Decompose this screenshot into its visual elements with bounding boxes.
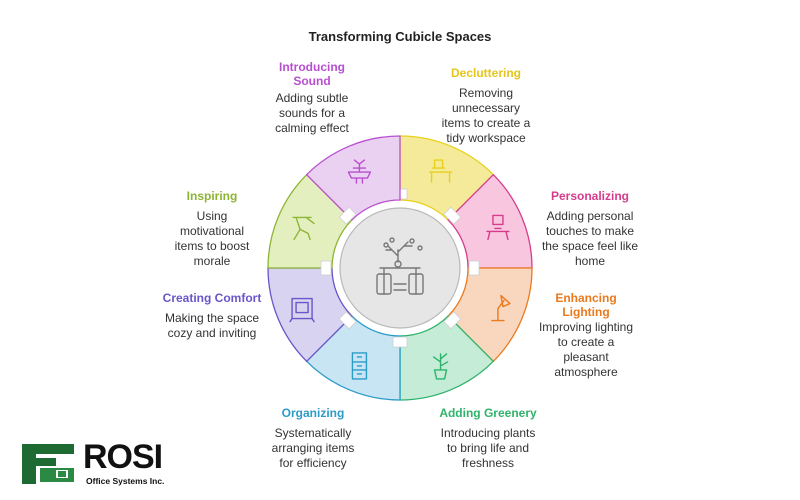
fountain-icon-glyph (347, 159, 372, 184)
desk-icon (428, 159, 453, 183)
desk-icon-glyph (428, 159, 453, 183)
label-title: Creating Comfort (162, 291, 262, 305)
segment-notch (338, 206, 357, 225)
label-title: Adding Greenery (439, 406, 537, 420)
label-title: Inspiring (186, 189, 238, 203)
diagram-title: Transforming Cubicle Spaces (308, 29, 492, 44)
segment-notch (392, 336, 408, 348)
segment-notch (443, 311, 462, 330)
label-title: Personalizing (550, 189, 630, 203)
drawers-icon-glyph (351, 352, 368, 380)
workstation-icon-glyph (486, 214, 510, 241)
drawers-icon (351, 352, 368, 380)
plant-icon-glyph (432, 353, 449, 380)
logo-mark-icon (22, 444, 74, 484)
center-hub (339, 207, 461, 329)
trophy-icon-glyph (292, 216, 315, 241)
segment-notch (443, 206, 462, 225)
chair-icon (289, 297, 315, 323)
plant-icon (432, 353, 449, 380)
fountain-icon (347, 159, 372, 184)
segment-notch (468, 260, 480, 276)
rosi-logo: ROSI Office Systems Inc. (20, 438, 170, 490)
lamp-icon (491, 294, 511, 322)
chair-icon-glyph (289, 297, 315, 323)
trophy-icon (292, 216, 315, 241)
segment-notch (338, 311, 357, 330)
label-title: Organizing (281, 406, 345, 420)
lamp-icon-glyph (491, 294, 511, 322)
cubicle-icon (376, 237, 424, 295)
logo-subtitle: Office Systems Inc. (86, 476, 165, 486)
segment-notch (320, 260, 332, 276)
label-title: Decluttering (450, 66, 521, 80)
workstation-icon (486, 214, 510, 241)
logo-wordmark: ROSI (83, 438, 163, 476)
